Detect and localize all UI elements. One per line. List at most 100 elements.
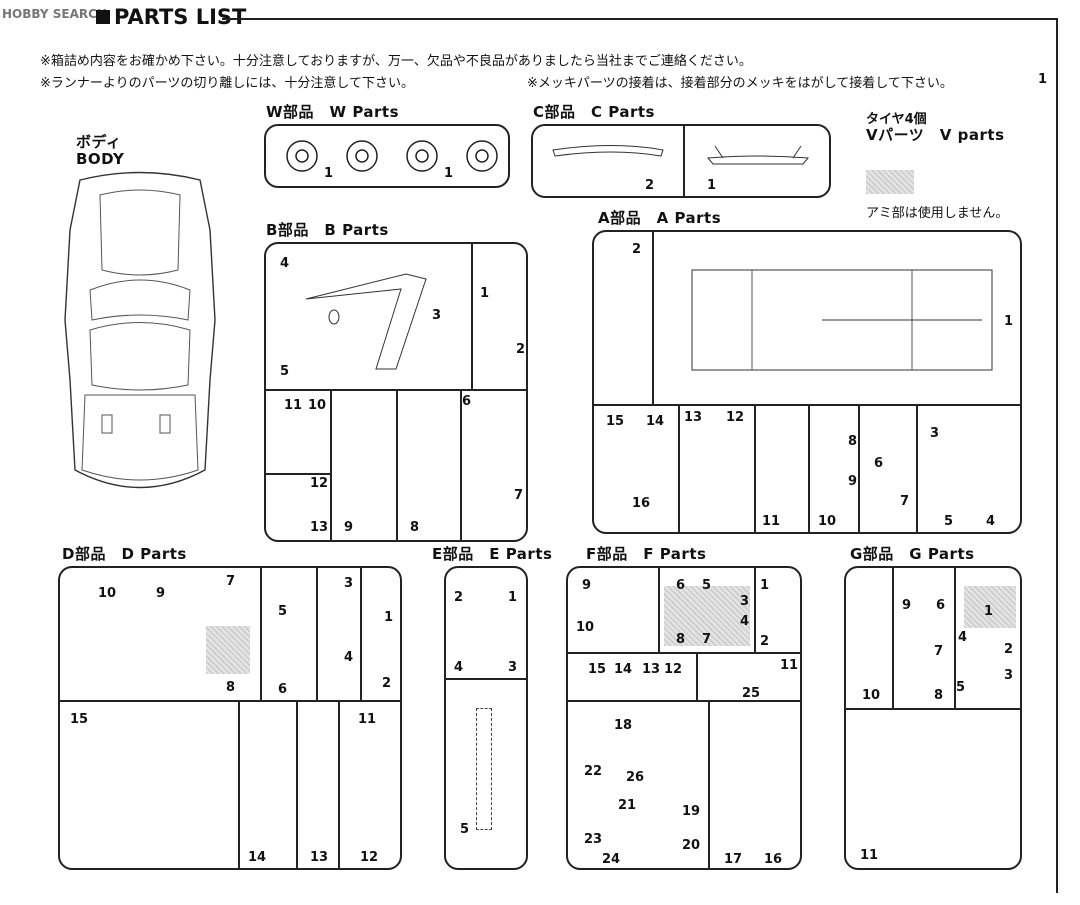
a-part-5: 5	[944, 514, 954, 529]
runner-f-frame: 9 10 6 5 3 4 8 7 1 2 15 14 13 12 11 25 1…	[566, 566, 802, 870]
d-divider-h	[60, 700, 400, 702]
b-frame-drawing	[305, 273, 427, 370]
runner-c-divider	[683, 126, 685, 196]
f-part-12: 12	[664, 662, 683, 677]
b-part-9: 9	[344, 520, 354, 535]
b-part-2: 2	[516, 342, 526, 357]
g-mesh	[964, 586, 1016, 628]
body-label-jp: ボディ	[76, 133, 122, 151]
chassis-drawing	[691, 269, 993, 371]
d-part-13: 13	[310, 850, 329, 865]
g-part-1: 1	[984, 604, 994, 619]
f-part-26: 26	[626, 770, 645, 785]
a-part-6: 6	[874, 456, 884, 471]
a-part-16: 16	[632, 496, 651, 511]
b-part-13: 13	[310, 520, 329, 535]
g-part-11: 11	[860, 848, 879, 863]
a-part-10: 10	[818, 514, 837, 529]
a-divider-v3	[808, 404, 810, 532]
g-part-2: 2	[1004, 642, 1014, 657]
d-part-9: 9	[156, 586, 166, 601]
a-part-2: 2	[632, 242, 642, 257]
rear-wing-drawing	[552, 145, 810, 165]
f-part-8: 8	[676, 632, 686, 647]
a-part-3: 3	[930, 426, 940, 441]
a-divider-v4	[858, 404, 860, 532]
note-line-2b: ※メッキパーツの接着は、接着部分のメッキをはがして接着して下さい。	[527, 76, 953, 91]
f-mesh	[664, 586, 750, 646]
a-part-4: 4	[986, 514, 996, 529]
a-divider-v5	[916, 404, 918, 532]
a-part-9: 9	[848, 474, 858, 489]
b-divider-v4	[460, 389, 462, 540]
runner-g-frame: 9 6 1 4 2 7 3 5 8 10 11	[844, 566, 1022, 870]
f-part-25: 25	[742, 686, 761, 701]
g-part-3: 3	[1004, 668, 1014, 683]
body-shell-drawing	[64, 171, 216, 489]
runner-f-title: F部品 F Parts	[586, 545, 707, 563]
wheel-part-icon	[286, 140, 498, 172]
a-part-15: 15	[606, 414, 625, 429]
c-part-1: 1	[707, 178, 717, 193]
f-part-13: 13	[642, 662, 661, 677]
e-divider-h	[446, 678, 526, 680]
a-part-14: 14	[646, 414, 665, 429]
f-part-24: 24	[602, 852, 621, 867]
runner-b-frame: 4 3 5 1 2 11 10 12 13 9 8 6 7	[264, 242, 528, 542]
f-part-4: 4	[740, 614, 750, 629]
e-long-part	[476, 708, 492, 830]
b-divider-v3	[396, 389, 398, 540]
f-part-22: 22	[584, 764, 603, 779]
c-part-2: 2	[645, 178, 655, 193]
watermark: HOBBY SEARCH	[2, 7, 107, 21]
f-part-2: 2	[760, 634, 770, 649]
runner-e-title: E部品 E Parts	[432, 545, 553, 563]
d-part-15: 15	[70, 712, 89, 727]
b-part-10: 10	[308, 398, 327, 413]
d-part-3: 3	[344, 576, 354, 591]
f-part-18: 18	[614, 718, 633, 733]
d-divider-v3	[360, 568, 362, 700]
mesh-note: アミ部は使用しません。	[866, 206, 1009, 221]
a-part-7: 7	[900, 494, 910, 509]
f-part-7: 7	[702, 632, 712, 647]
g-divider-v1	[892, 568, 894, 708]
runner-e-frame: 2 1 4 3 5	[444, 566, 528, 870]
f-part-16: 16	[764, 852, 783, 867]
d-divider-v2	[316, 568, 318, 700]
b-part-11: 11	[284, 398, 303, 413]
g-divider-h	[846, 708, 1020, 710]
d-part-11: 11	[358, 712, 377, 727]
header-rule	[222, 18, 1058, 20]
w-part-1a: 1	[324, 166, 334, 181]
f-divider-v4	[708, 700, 710, 868]
a-divider-v1	[678, 404, 680, 532]
g-part-8: 8	[934, 688, 944, 703]
f-part-5: 5	[702, 578, 712, 593]
a-part-13: 13	[684, 410, 703, 425]
page-number: 1	[1038, 72, 1048, 87]
b-part-1: 1	[480, 286, 490, 301]
b-divider-v1	[471, 244, 473, 389]
f-part-20: 20	[682, 838, 701, 853]
f-part-19: 19	[682, 804, 701, 819]
d-part-8: 8	[226, 680, 236, 695]
b-part-12: 12	[310, 476, 329, 491]
d-part-14: 14	[248, 850, 267, 865]
d-part-5: 5	[278, 604, 288, 619]
a-part-12: 12	[726, 410, 745, 425]
e-part-5: 5	[460, 822, 470, 837]
a-part-8: 8	[848, 434, 858, 449]
b-part-3: 3	[432, 308, 442, 323]
f-part-21: 21	[618, 798, 637, 813]
tire-note-1: タイヤ4個	[866, 112, 927, 127]
d-part-12: 12	[360, 850, 379, 865]
note-line-1: ※箱詰め内容をお確かめ下さい。十分注意しておりますが、万一、欠品や不良品がありま…	[40, 54, 752, 69]
tire-note-2: Vパーツ V parts	[866, 126, 1005, 144]
a-part-1: 1	[1004, 314, 1014, 329]
a-divider-v2	[754, 404, 756, 532]
f-part-17: 17	[724, 852, 743, 867]
f-part-15: 15	[588, 662, 607, 677]
w-part-1b: 1	[444, 166, 454, 181]
